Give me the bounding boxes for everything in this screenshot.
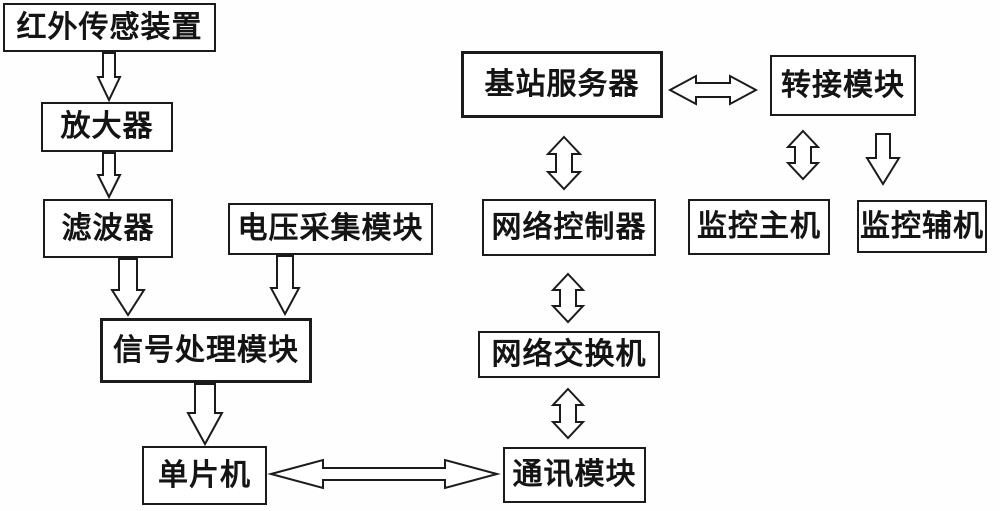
arrow-network-controller-base-station-server bbox=[545, 135, 583, 191]
node-voltage-acquisition: 电压采集模块 bbox=[228, 203, 433, 255]
node-mcu: 单片机 bbox=[142, 446, 267, 505]
arrow-communication-module-network-switch bbox=[550, 387, 586, 440]
arrow-amplifier-to-filter bbox=[96, 152, 122, 200]
arrow-infrared-sensor-to-amplifier bbox=[96, 52, 122, 103]
node-infrared-sensor: 红外传感装置 bbox=[3, 3, 216, 52]
arrow-base-station-server-transfer-module bbox=[667, 74, 759, 106]
arrow-mcu-communication-module bbox=[267, 458, 501, 490]
node-communication-module: 通讯模块 bbox=[503, 447, 646, 503]
node-monitor-auxiliary: 监控辅机 bbox=[857, 200, 987, 253]
node-filter: 滤波器 bbox=[43, 199, 173, 258]
arrow-voltage-acquisition-to-signal-processing bbox=[269, 255, 301, 317]
node-network-controller: 网络控制器 bbox=[482, 199, 656, 256]
node-monitor-host: 监控主机 bbox=[688, 199, 830, 255]
node-amplifier: 放大器 bbox=[41, 102, 173, 152]
node-base-station-server: 基站服务器 bbox=[461, 51, 663, 118]
node-signal-processing: 信号处理模块 bbox=[100, 318, 312, 383]
arrow-network-switch-network-controller bbox=[550, 272, 586, 324]
node-network-switch: 网络交换机 bbox=[478, 331, 660, 378]
node-transfer-module: 转接模块 bbox=[770, 55, 916, 116]
arrow-filter-to-signal-processing bbox=[110, 258, 146, 317]
arrow-transfer-module-to-monitor-auxiliary bbox=[865, 133, 901, 186]
arrow-signal-processing-to-mcu bbox=[186, 383, 224, 447]
arrow-transfer-module-monitor-host bbox=[785, 129, 821, 181]
